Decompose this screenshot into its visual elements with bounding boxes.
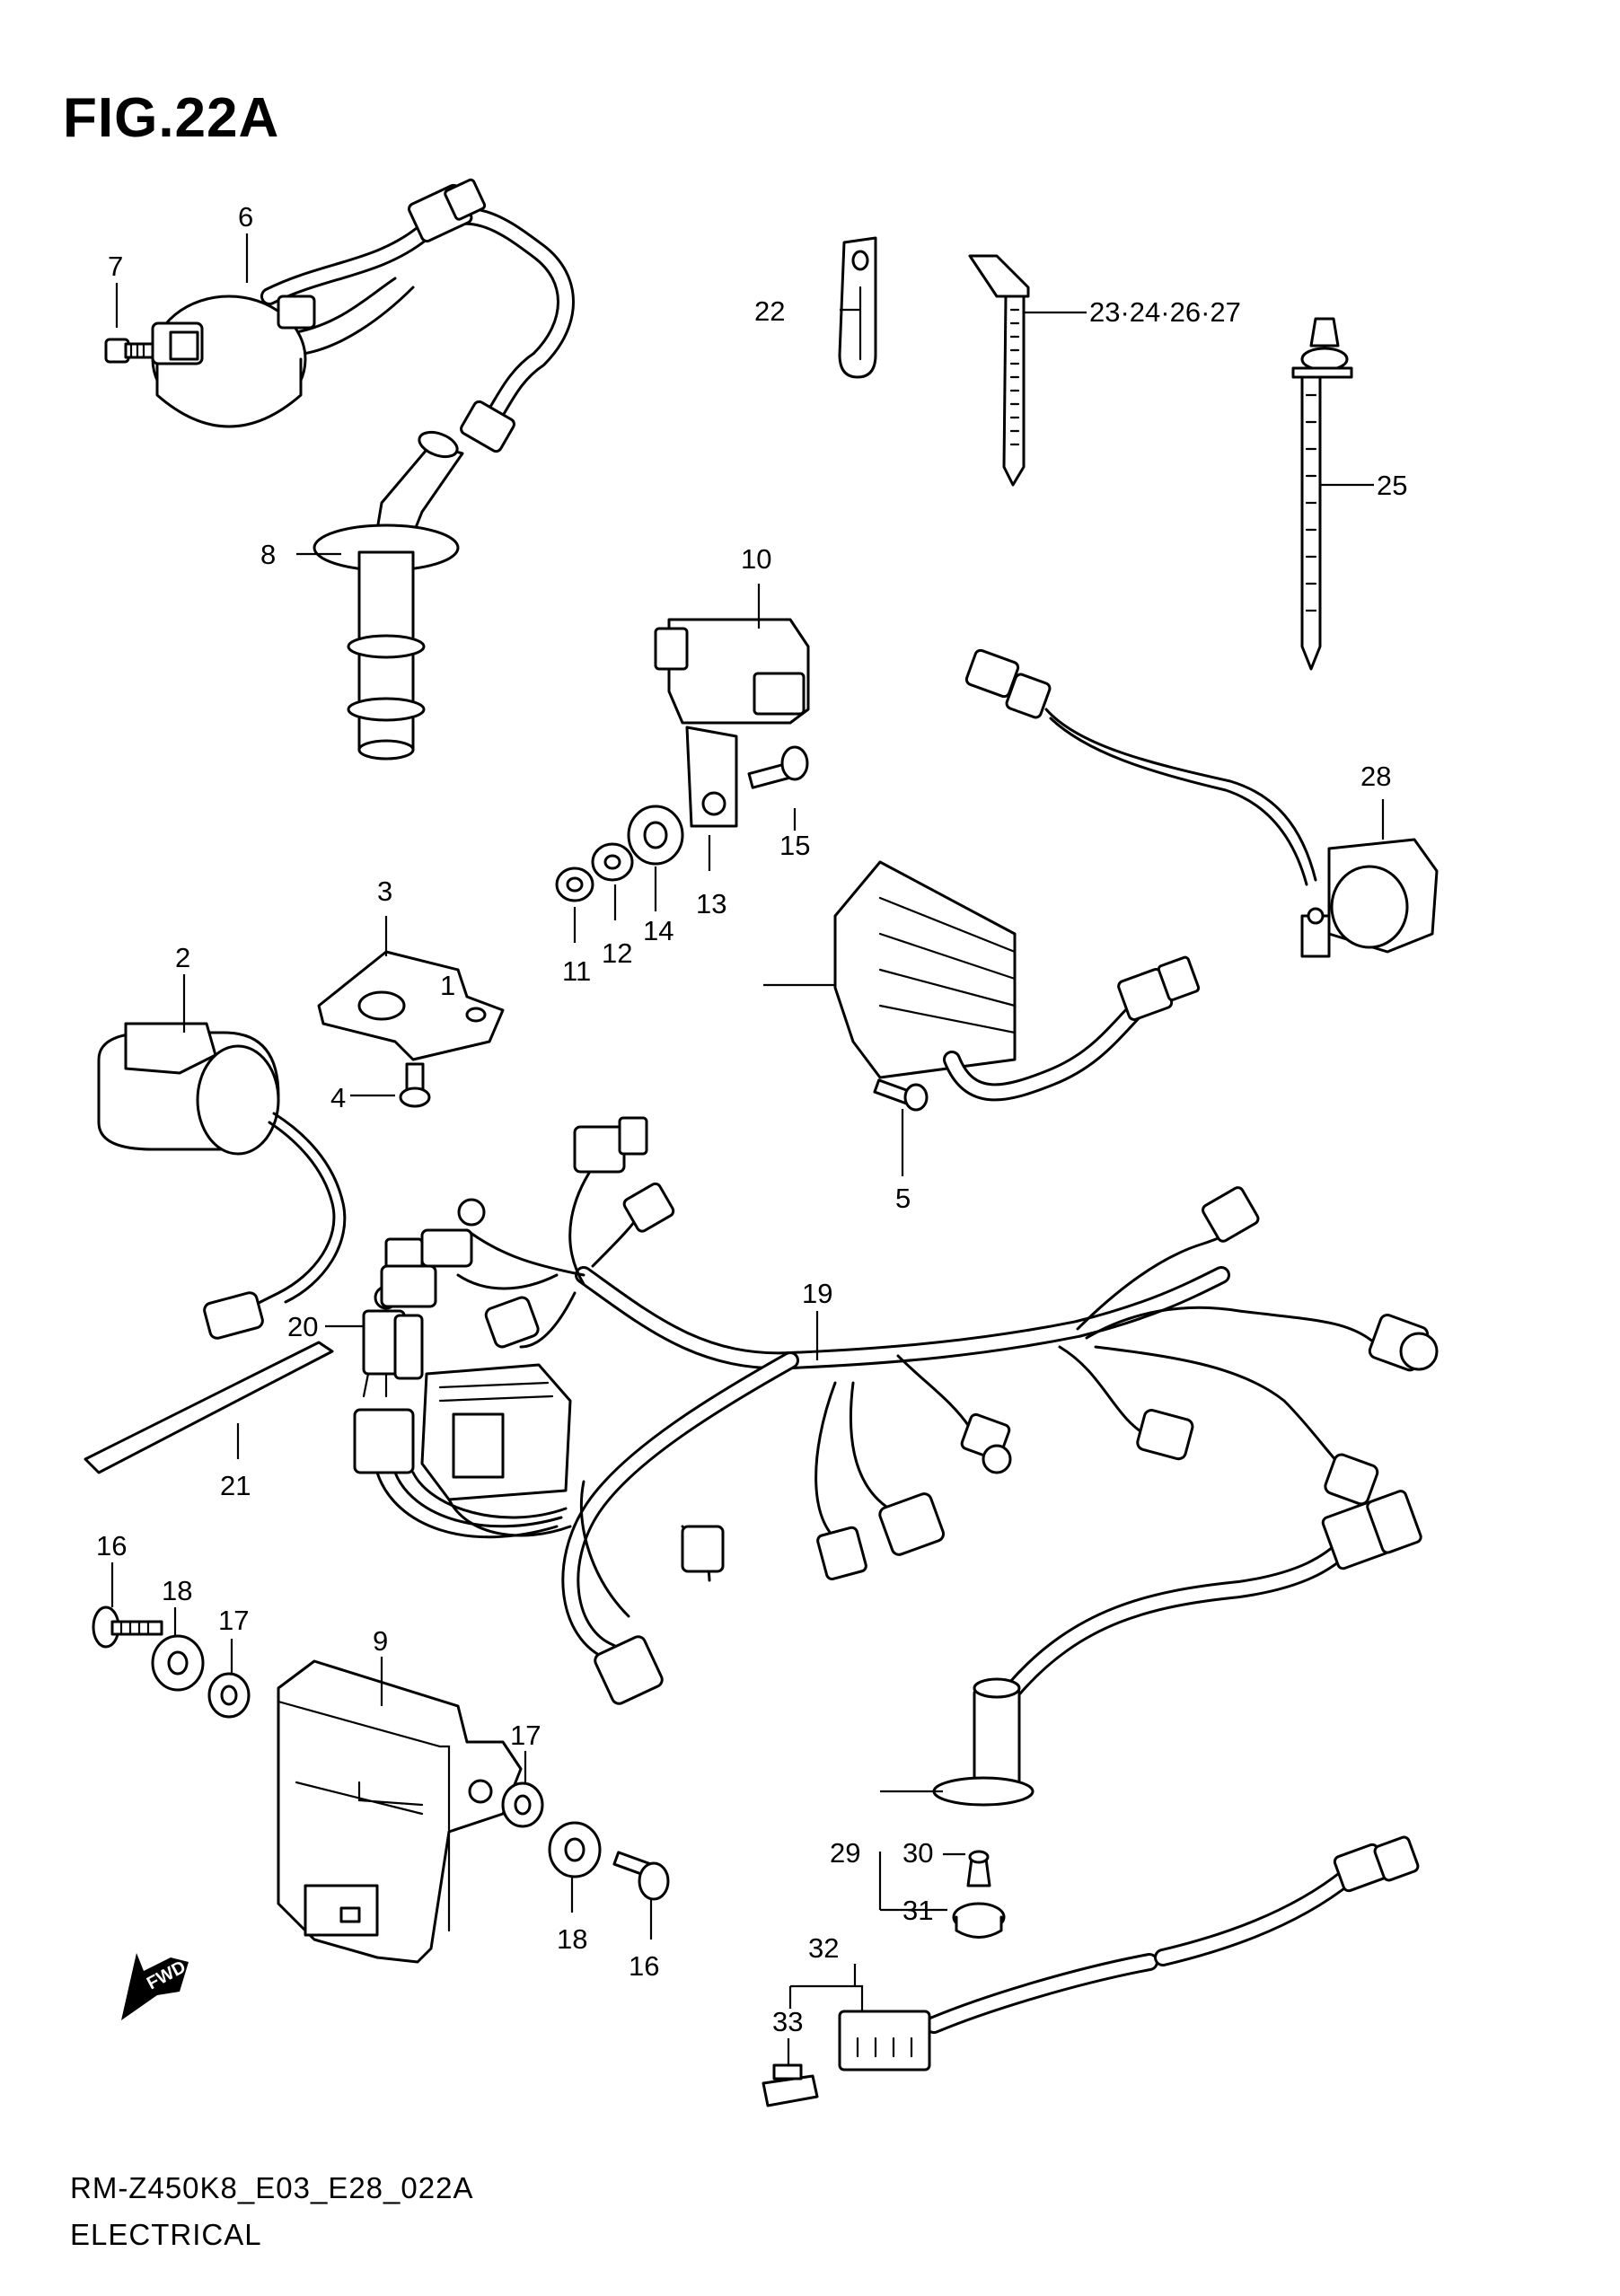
callout-labels: 1 2 3 4 5 6 7 8 9 10 11 12 13 14 15 16 1… [96,201,1407,2037]
part-32-fuse-holder[interactable] [838,1835,1420,2072]
callout-16-lower: 16 [629,1950,659,1982]
callout-29: 29 [830,1837,860,1869]
callout-19: 19 [802,1278,832,1309]
part-9-ecm[interactable] [277,1659,523,1964]
callout-23-24-26-27: 23·24·26·27 [1089,296,1241,328]
part-18-grommet-upper[interactable] [151,1634,205,1692]
callout-16-upper: 16 [96,1530,127,1561]
part-11-nut[interactable] [555,866,594,902]
part-22-clamp[interactable] [838,236,877,379]
callout-1: 1 [440,970,455,1001]
figure-title: FIG.22A [63,87,280,149]
part-13-relay-bracket[interactable] [685,726,738,828]
callout-17-upper: 17 [218,1605,249,1636]
callout-12: 12 [602,937,632,969]
callout-21: 21 [220,1470,251,1501]
callout-20: 20 [287,1311,318,1342]
part-21-tape[interactable] [84,1341,334,1474]
part-6-ignition-coil[interactable] [151,178,575,453]
part-12-washer[interactable] [591,842,634,882]
part-29-sensor-cap[interactable] [932,1677,1035,1807]
part-16-bolt-lower[interactable] [612,1851,670,1901]
part-30-bulb[interactable] [966,1850,991,1887]
callout-15: 15 [779,830,810,861]
part-8-spark-plug-cap[interactable] [313,427,464,761]
callout-13: 13 [696,888,726,919]
part-16-bolt-upper[interactable] [92,1605,163,1649]
callout-22: 22 [754,295,785,327]
callout-30: 30 [902,1837,933,1869]
part-1-regulator-rectifier[interactable] [833,860,1201,1102]
callout-17-lower: 17 [510,1720,541,1751]
part-4-bolt[interactable] [399,1062,431,1108]
part-23-27-cable-tie[interactable] [968,254,1030,487]
callout-8: 8 [260,539,276,570]
part-19-wiring-harness[interactable] [353,1116,1439,1706]
part-17-collar-upper[interactable] [207,1672,251,1719]
callout-33: 33 [772,2006,803,2037]
part-14-grommet[interactable] [627,805,684,866]
part-10-relay[interactable] [654,618,810,725]
callout-31: 31 [902,1895,933,1926]
callout-28: 28 [1360,761,1391,792]
callout-4: 4 [330,1082,346,1113]
callout-9: 9 [373,1625,388,1657]
part-31-grommet[interactable] [952,1902,1006,1939]
callout-7: 7 [108,251,123,282]
section-name: ELECTRICAL [70,2218,262,2251]
leader-lines [110,233,1385,2065]
part-15-bolt[interactable] [747,745,809,789]
part-7-screw[interactable] [104,338,154,364]
part-28-sensor-with-lead[interactable] [964,648,1439,958]
part-17-collar-lower[interactable] [501,1781,544,1828]
model-code: RM-Z450K8_E03_E28_022A [70,2171,474,2204]
forward-direction-arrow: FWD [121,1953,189,2020]
part-25-cable-tie-long[interactable] [1291,317,1353,671]
part-33-fuse[interactable] [762,2063,819,2107]
callout-10: 10 [741,543,771,575]
part-18-grommet-lower[interactable] [548,1821,602,1878]
callout-18-upper: 18 [162,1575,192,1606]
part-3-bracket[interactable] [317,950,505,1061]
callout-11: 11 [562,955,591,987]
callout-25: 25 [1377,470,1407,501]
callout-32: 32 [808,1932,839,1964]
callout-18-lower: 18 [557,1923,587,1955]
callout-6: 6 [238,201,253,233]
callout-14: 14 [643,915,674,946]
callout-2: 2 [175,942,190,973]
part-5-screw[interactable] [873,1078,929,1112]
callout-5: 5 [895,1183,911,1214]
part-2-condenser[interactable] [97,1022,347,1340]
callout-3: 3 [377,875,392,907]
